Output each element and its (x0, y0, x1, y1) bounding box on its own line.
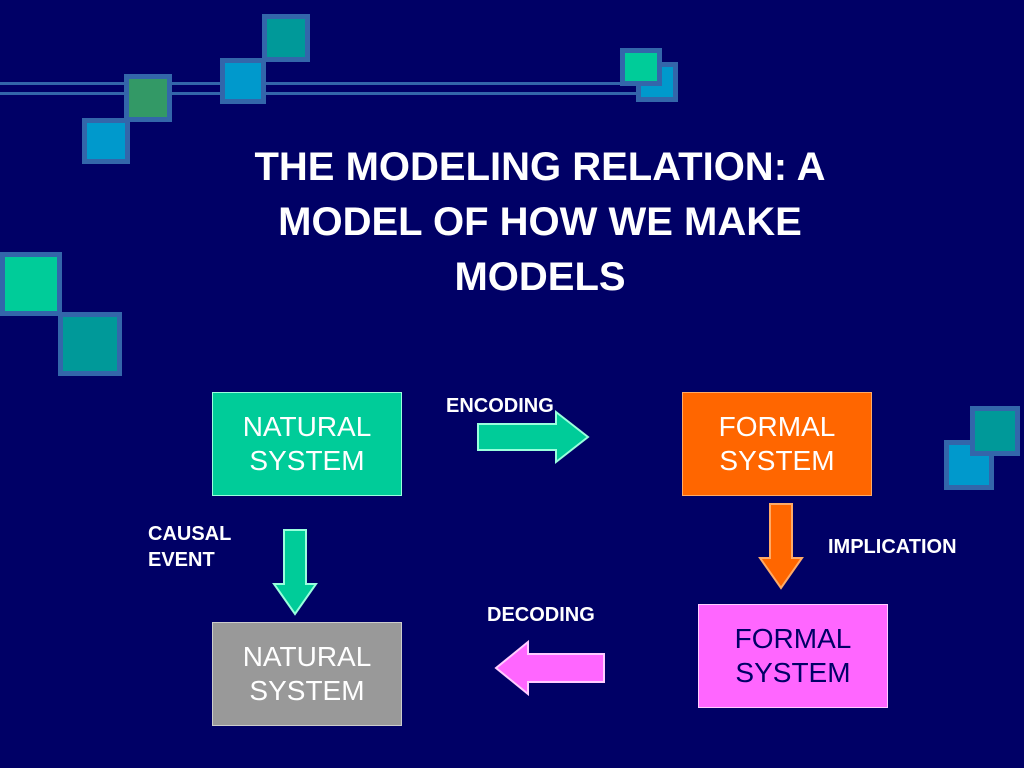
formal-system-box-bottom: FORMAL SYSTEM (698, 604, 888, 708)
decorative-line (0, 92, 660, 95)
implication-label: IMPLICATION (828, 536, 957, 558)
implication-arrow (758, 503, 804, 590)
decorative-line (0, 82, 660, 85)
formal-system-box-top: FORMAL SYSTEM (682, 392, 872, 496)
decorative-square (220, 58, 266, 104)
decorative-square (262, 14, 310, 62)
causal-event-label: CAUSAL EVENT (148, 523, 232, 571)
page-title: THE MODELING RELATION: A MODEL OF HOW WE… (254, 145, 826, 299)
decorative-square (0, 252, 62, 316)
decorative-square (58, 312, 122, 376)
encoding-arrow (477, 409, 590, 465)
encoding-label: ENCODING (446, 395, 554, 417)
natural-system-box-bottom: NATURAL SYSTEM (212, 622, 402, 726)
decorative-square (620, 48, 662, 86)
natural-system-box-top: NATURAL SYSTEM (212, 392, 402, 496)
decorative-square (82, 118, 130, 164)
decoding-label: DECODING (487, 604, 595, 626)
decoding-arrow (494, 639, 605, 697)
decorative-square (970, 406, 1020, 456)
causal-event-arrow (272, 529, 318, 616)
decorative-square (124, 74, 172, 122)
